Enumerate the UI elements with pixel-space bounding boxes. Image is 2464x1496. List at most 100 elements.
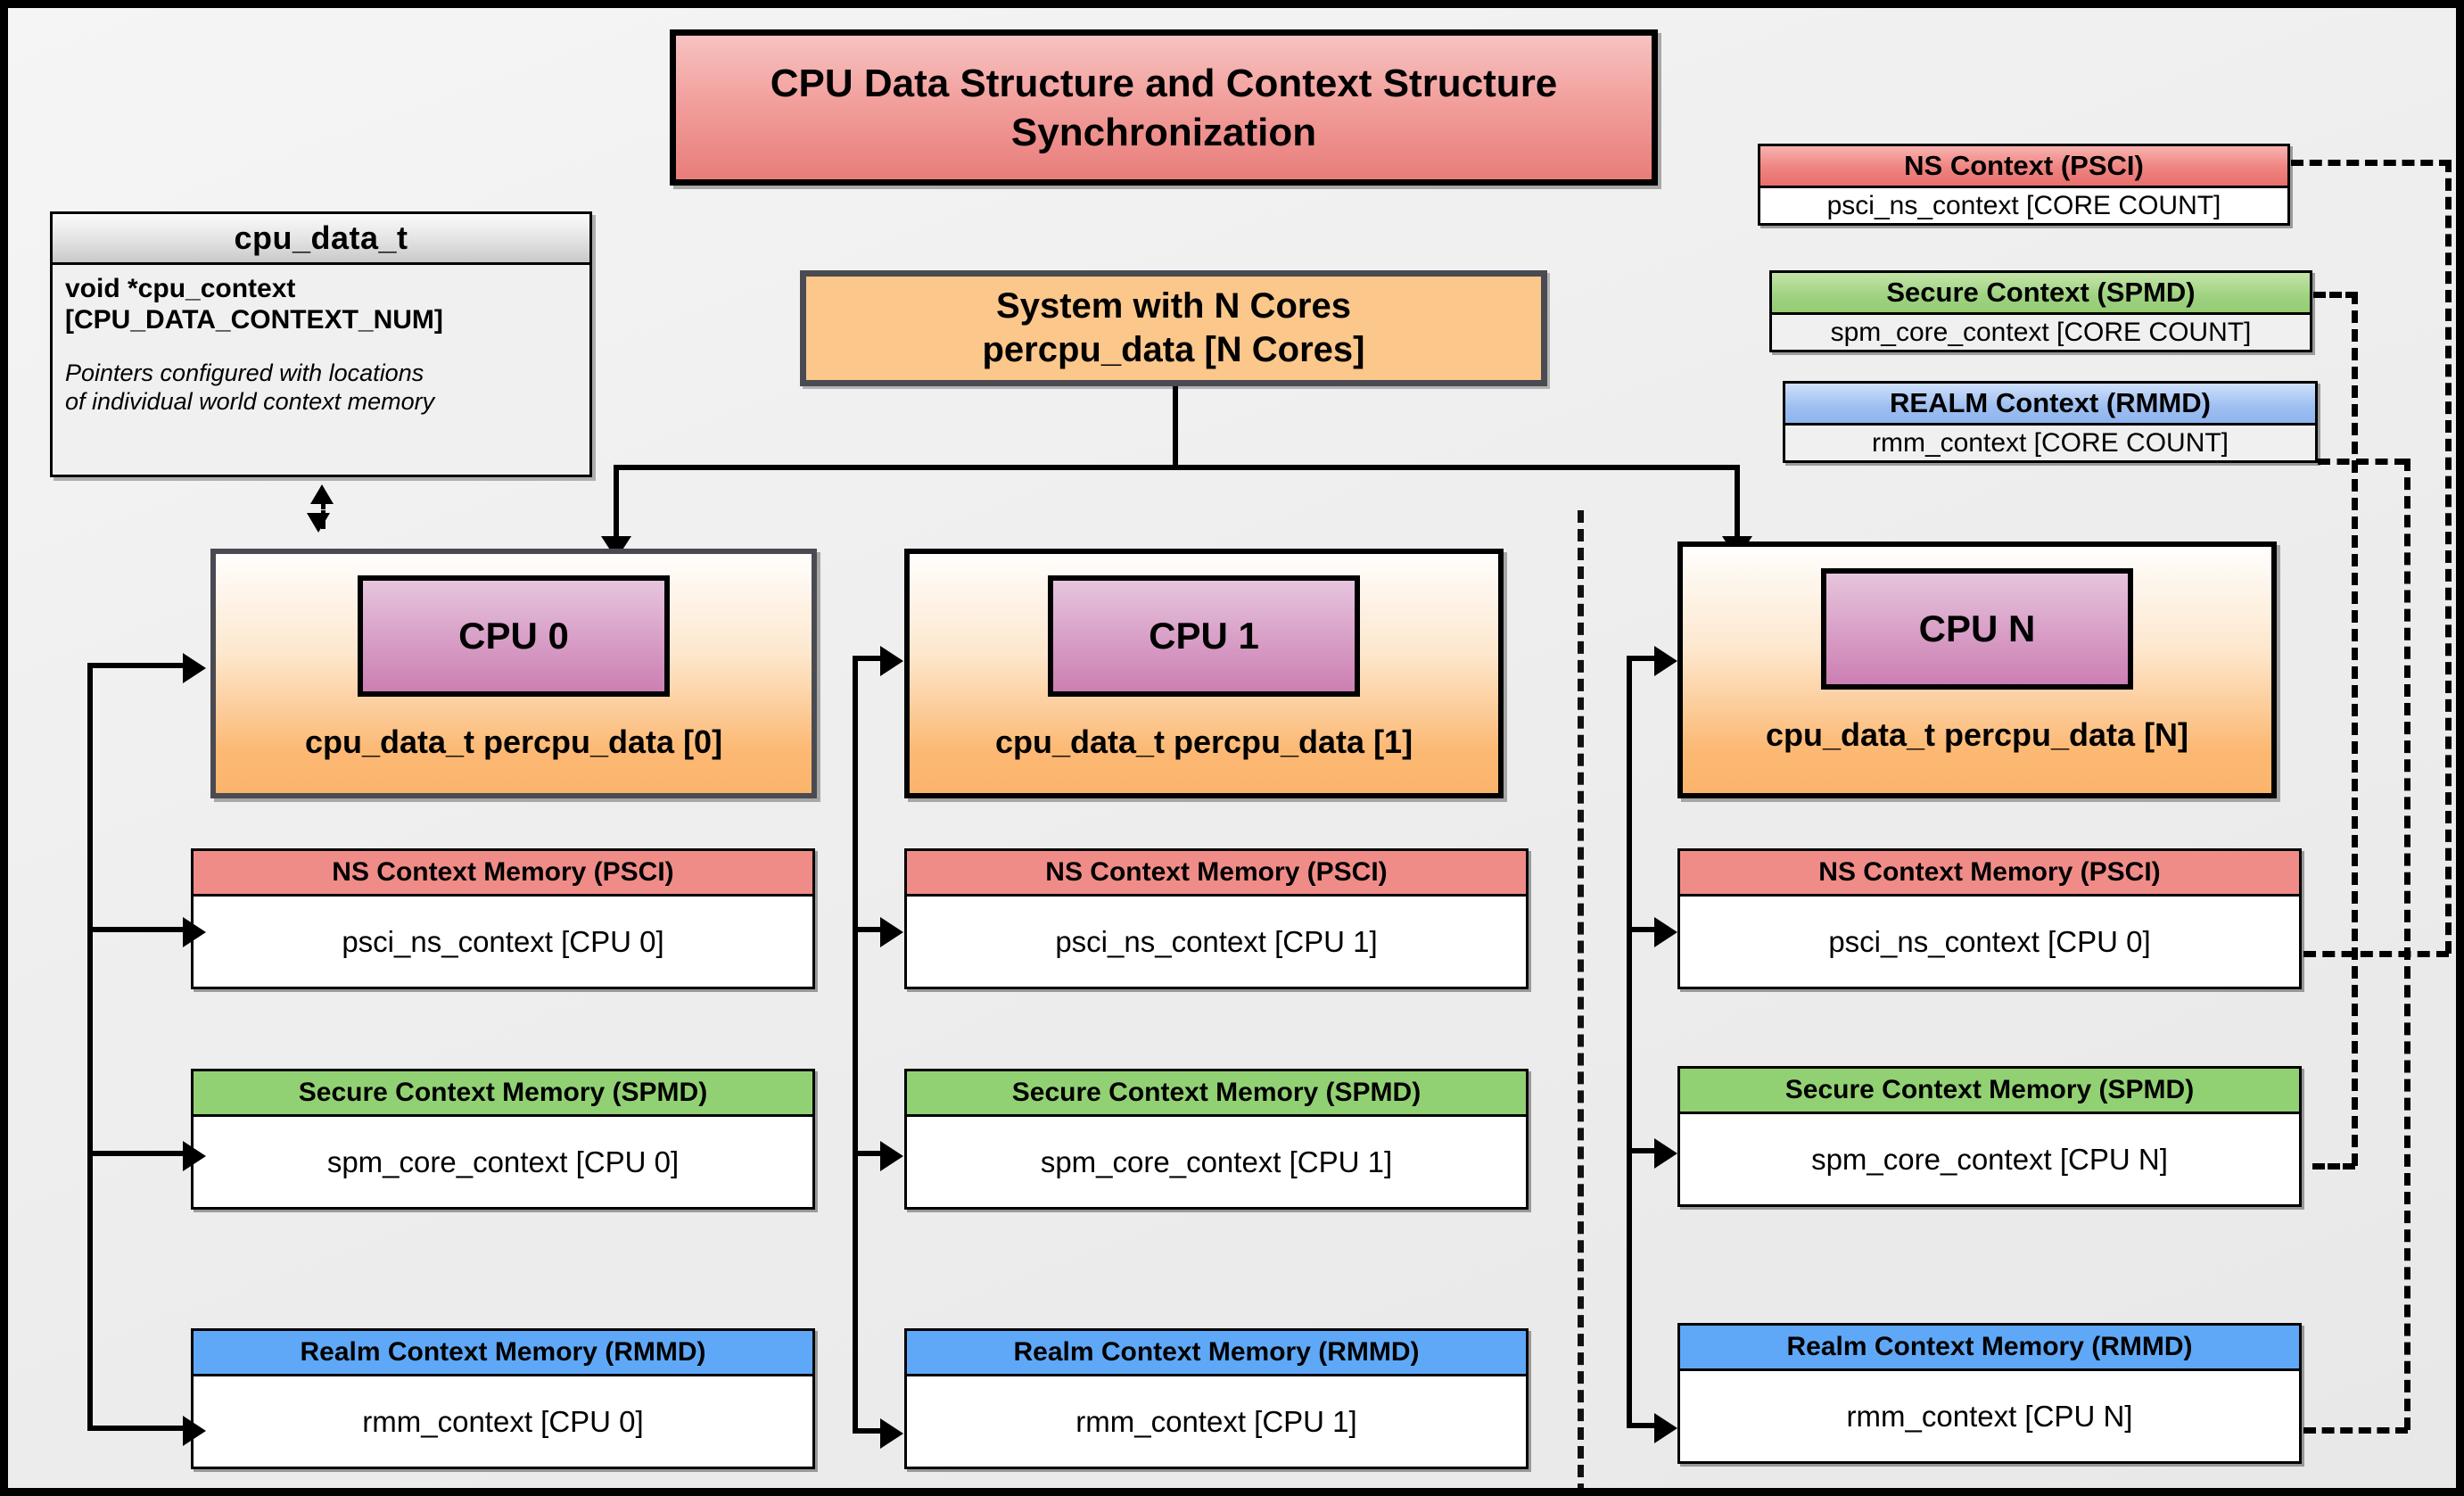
cpu-box-1: CPU 1 cpu_data_t percpu_data [1] <box>904 549 1504 798</box>
context-memory-n-realm: Realm Context Memory (RMMD) rmm_context … <box>1677 1323 2302 1464</box>
context-memory-1-realm-body: rmm_context [CPU 1] <box>1075 1404 1357 1438</box>
cpu-data-t-downarrow-icon <box>307 513 330 533</box>
cpu-label-n: cpu_data_t percpu_data [N] <box>1765 716 2189 753</box>
cpun-bus-vertical <box>1627 656 1632 1428</box>
global-context-ns-psci: NS Context (PSCI) psci_ns_context [CORE … <box>1758 144 2290 226</box>
cpu0-bus-to-ns <box>87 927 185 932</box>
cpu0-bus-to-cpu <box>87 663 185 668</box>
cpu0-bus-vertical <box>87 663 93 1431</box>
dash-ns-global-out <box>2291 160 2452 166</box>
cpu-chip-1: CPU 1 <box>1048 575 1360 697</box>
cpu0-arrow-realm-icon <box>183 1416 206 1446</box>
tree-trunk <box>1173 386 1178 468</box>
cpu-chip-n: CPU N <box>1821 568 2133 690</box>
cpun-bus-to-ns <box>1627 927 1664 932</box>
context-memory-1-ns-body: psci_ns_context [CPU 1] <box>1055 924 1378 958</box>
context-memory-0-secure: Secure Context Memory (SPMD) spm_core_co… <box>191 1069 815 1210</box>
global-context-realm-rmmd: REALM Context (RMMD) rmm_context [CORE C… <box>1783 381 2318 463</box>
cpu-data-t-uparrow-icon <box>310 484 334 504</box>
dash-ns-to-column <box>2303 951 2449 957</box>
cpu1-bus-to-cpu <box>853 656 890 661</box>
context-memory-n-secure: Secure Context Memory (SPMD) spm_core_co… <box>1677 1066 2302 1207</box>
cpun-arrow-ns-icon <box>1654 917 1677 947</box>
cpu-box-0: CPU 0 cpu_data_t percpu_data [0] <box>210 549 817 798</box>
page-title: CPU Data Structure and Context Structure… <box>670 29 1658 186</box>
context-memory-0-secure-body: spm_core_context [CPU 0] <box>326 1145 680 1178</box>
dash-ns-vertical <box>2445 160 2452 954</box>
context-memory-0-ns-header: NS Context Memory (PSCI) <box>194 851 812 897</box>
system-with-n-cores-box: System with N Cores percpu_data [N Cores… <box>800 270 1547 386</box>
cpu0-bus-to-secure <box>87 1151 185 1156</box>
cpun-arrow-secure-icon <box>1654 1138 1677 1169</box>
dash-realm-to-column <box>2303 1427 2408 1434</box>
cpu0-bus-to-realm <box>87 1426 185 1431</box>
cpu-data-t-title: cpu_data_t <box>53 214 589 265</box>
context-memory-0-ns: NS Context Memory (PSCI) psci_ns_context… <box>191 848 815 989</box>
global-context-secure-spmd: Secure Context (SPMD) spm_core_context [… <box>1769 270 2312 352</box>
context-memory-0-realm: Realm Context Memory (RMMD) rmm_context … <box>191 1328 815 1469</box>
cpu0-arrow-secure-icon <box>183 1141 206 1171</box>
tree-branch-right <box>1735 465 1740 547</box>
cpu0-arrow-cpu-icon <box>183 653 206 683</box>
context-memory-1-secure-header: Secure Context Memory (SPMD) <box>907 1071 1526 1117</box>
cpu-data-t-struct-box: cpu_data_t void *cpu_context [CPU_DATA_C… <box>50 211 592 477</box>
cpu1-bus-to-secure <box>853 1151 890 1156</box>
context-memory-n-realm-header: Realm Context Memory (RMMD) <box>1680 1326 2299 1371</box>
cpu-data-t-note-line1: Pointers configured with locations <box>65 360 424 386</box>
context-memory-n-realm-body: rmm_context [CPU N] <box>1846 1399 2133 1433</box>
cpu-chip-0: CPU 0 <box>358 575 670 697</box>
tree-branch-left <box>614 465 619 547</box>
context-memory-1-realm: Realm Context Memory (RMMD) rmm_context … <box>904 1328 1529 1469</box>
cpu1-bus-vertical <box>853 656 858 1434</box>
context-memory-n-secure-header: Secure Context Memory (SPMD) <box>1680 1069 2299 1114</box>
dash-secure-global-out <box>2313 292 2358 298</box>
column-divider-dashed <box>1578 510 1584 1488</box>
cpu1-arrow-ns-icon <box>880 917 903 947</box>
cpu1-arrow-secure-icon <box>880 1141 903 1171</box>
cpu-data-t-field-line2: [CPU_DATA_CONTEXT_NUM] <box>65 304 443 335</box>
page-title-text: CPU Data Structure and Context Structure… <box>770 61 1558 154</box>
context-memory-n-secure-body: spm_core_context [CPU N] <box>1811 1142 2168 1176</box>
cpu0-arrow-ns-icon <box>183 917 206 947</box>
tree-crossbar <box>614 465 1740 470</box>
cpu-data-t-body: void *cpu_context [CPU_DATA_CONTEXT_NUM]… <box>53 265 589 424</box>
cpun-bus-to-realm <box>1627 1423 1664 1428</box>
context-memory-1-ns: NS Context Memory (PSCI) psci_ns_context… <box>904 848 1529 989</box>
global-context-secure-spmd-header: Secure Context (SPMD) <box>1772 273 2310 315</box>
context-memory-1-realm-header: Realm Context Memory (RMMD) <box>907 1331 1526 1376</box>
cpu-label-0: cpu_data_t percpu_data [0] <box>304 723 723 760</box>
cpun-arrow-cpu-icon <box>1654 646 1677 676</box>
cpu1-arrow-cpu-icon <box>880 646 903 676</box>
cpu-label-1: cpu_data_t percpu_data [1] <box>994 723 1413 760</box>
cpun-bus-to-secure <box>1627 1148 1664 1153</box>
global-context-ns-psci-body: psci_ns_context [CORE COUNT] <box>1760 188 2287 223</box>
context-memory-0-realm-body: rmm_context [CPU 0] <box>362 1404 644 1438</box>
global-context-secure-spmd-body: spm_core_context [CORE COUNT] <box>1772 315 2310 350</box>
cpu1-arrow-realm-icon <box>880 1418 903 1449</box>
cpun-bus-to-cpu <box>1627 656 1664 661</box>
dash-realm-vertical <box>2404 459 2410 1430</box>
context-memory-0-ns-body: psci_ns_context [CPU 0] <box>342 924 664 958</box>
context-memory-n-ns-header: NS Context Memory (PSCI) <box>1680 851 2299 897</box>
cpu-data-t-note-line2: of individual world context memory <box>65 388 435 416</box>
context-memory-1-ns-header: NS Context Memory (PSCI) <box>907 851 1526 897</box>
global-context-realm-rmmd-body: rmm_context [CORE COUNT] <box>1785 426 2315 460</box>
context-memory-0-realm-header: Realm Context Memory (RMMD) <box>194 1331 812 1376</box>
system-line2: percpu_data [N Cores] <box>982 330 1365 369</box>
dash-secure-vertical <box>2352 292 2358 1166</box>
cpu-data-t-field-line1: void *cpu_context <box>65 274 296 303</box>
dash-realm-global-out <box>2318 459 2407 465</box>
cpu1-bus-to-ns <box>853 927 890 932</box>
context-memory-0-secure-header: Secure Context Memory (SPMD) <box>194 1071 812 1117</box>
context-memory-1-secure: Secure Context Memory (SPMD) spm_core_co… <box>904 1069 1529 1210</box>
global-context-realm-rmmd-header: REALM Context (RMMD) <box>1785 384 2315 426</box>
dash-secure-to-column <box>2312 1163 2355 1170</box>
context-memory-1-secure-body: spm_core_context [CPU 1] <box>1040 1145 1393 1178</box>
cpu1-bus-to-realm <box>853 1428 890 1434</box>
global-context-ns-psci-header: NS Context (PSCI) <box>1760 146 2287 188</box>
cpu-box-n: CPU N cpu_data_t percpu_data [N] <box>1677 541 2277 798</box>
context-memory-n-ns: NS Context Memory (PSCI) psci_ns_context… <box>1677 848 2302 989</box>
system-line1: System with N Cores <box>996 286 1351 326</box>
cpun-arrow-realm-icon <box>1654 1413 1677 1443</box>
